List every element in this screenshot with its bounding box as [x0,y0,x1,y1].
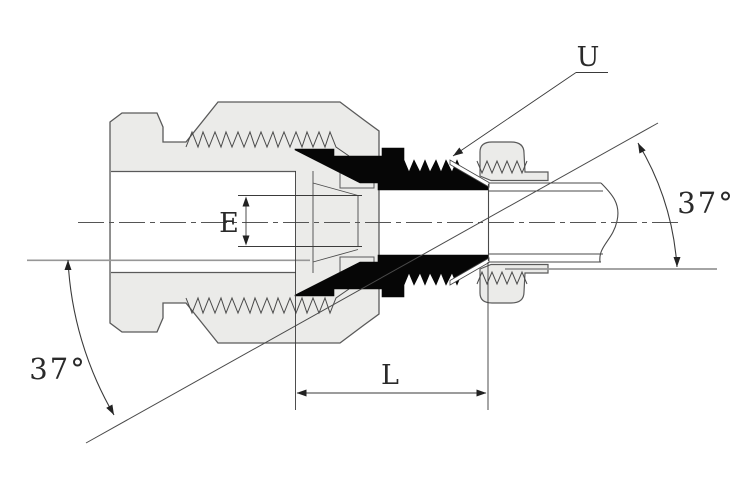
tube-break-line [599,182,619,263]
arrow-e-down [242,235,250,246]
arrow-e-up [242,196,250,207]
angle-arc-left [67,259,115,416]
flare-seat-lines [312,171,359,273]
left-nut-thread-bottom [185,288,350,315]
label-l: L [381,360,399,391]
arrow-right-arc-top [638,143,646,154]
label-u: U [577,42,600,73]
right-nut-lower-half [479,263,549,304]
label-angle-right: 37° [677,186,734,220]
right-nut-upper-half [479,141,549,182]
arrow-l-right [476,389,487,397]
label-e: E [219,208,239,239]
arrow-right-arc-bottom [673,257,681,267]
label-angle-left: 37° [29,352,86,386]
angle-construction-line [85,122,659,444]
arrow-l-left [296,389,307,397]
arrowheads [64,143,681,415]
dimension-e [238,195,362,247]
dimension-l [295,171,489,410]
label-u-leader [452,72,608,157]
right-nut-thread-bottom [476,270,528,286]
angle-arc-right [637,142,678,268]
right-nut-thread-top [476,159,528,175]
arrow-u-leader [453,147,464,156]
left-nut-thread-top [185,130,350,157]
arrow-left-arc-top [64,260,72,270]
fitting-body-lower-section [294,254,489,298]
fitting-body-upper-section [294,147,489,191]
arrow-left-arc-bottom [106,404,114,415]
